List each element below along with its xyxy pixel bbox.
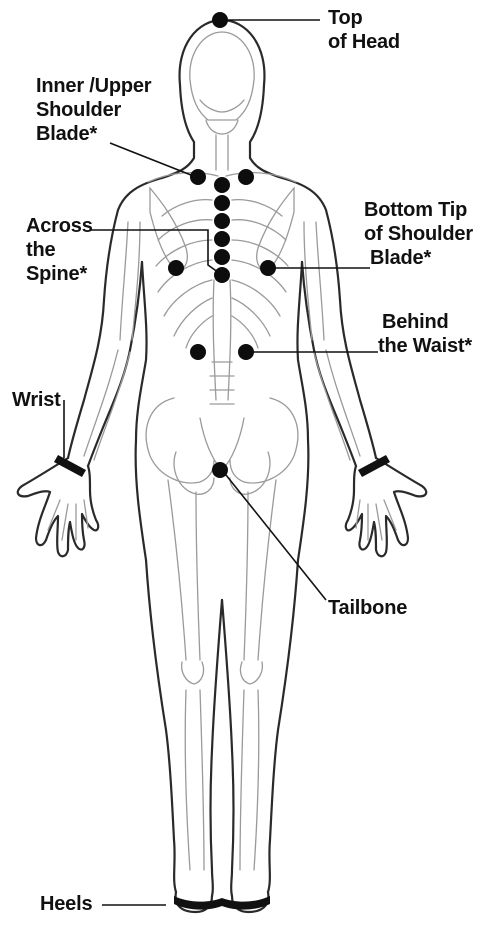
- dot-left-upper-shoulder-blade: [190, 169, 206, 185]
- right-wrist-band: [358, 455, 390, 477]
- label-line: Tailbone: [328, 596, 407, 620]
- label-line: the: [26, 238, 93, 262]
- dot-tailbone: [212, 462, 228, 478]
- dot-spine-5: [214, 249, 230, 265]
- leader-tailbone: [222, 470, 326, 600]
- dot-right-upper-shoulder-blade: [238, 169, 254, 185]
- label-line: the Waist*: [378, 334, 472, 358]
- dot-left-bottom-shoulder-blade: [168, 260, 184, 276]
- dot-spine-4: [214, 231, 230, 247]
- label-line: Across: [26, 214, 93, 238]
- label-line: Heels: [40, 892, 92, 916]
- label-line: Behind: [382, 310, 472, 334]
- label-wrist: Wrist: [12, 388, 61, 412]
- label-bottom-tip-of-shoulder-blade: Bottom Tip of Shoulder Blade*: [364, 198, 473, 270]
- label-line: of Head: [328, 30, 400, 54]
- label-line: Wrist: [12, 388, 61, 412]
- dot-right-waist: [238, 344, 254, 360]
- dot-left-waist: [190, 344, 206, 360]
- left-wrist-band: [54, 455, 86, 477]
- dot-top-of-head: [212, 12, 228, 28]
- leader-inner-upper-shoulder-blade: [110, 143, 196, 177]
- label-line: Top: [328, 6, 400, 30]
- label-line: Blade*: [364, 246, 473, 270]
- label-across-the-spine: Across the Spine*: [26, 214, 93, 286]
- label-inner-upper-shoulder-blade: Inner /Upper Shoulder Blade*: [36, 74, 151, 146]
- label-line: Bottom Tip: [364, 198, 473, 222]
- label-heels: Heels: [40, 892, 92, 916]
- dot-spine-1: [214, 177, 230, 193]
- label-tailbone: Tailbone: [328, 596, 407, 620]
- label-line: Spine*: [26, 262, 93, 286]
- label-line: Blade*: [36, 122, 151, 146]
- dot-spine-2: [214, 195, 230, 211]
- dot-spine-3: [214, 213, 230, 229]
- label-top-of-head: Top of Head: [328, 6, 400, 54]
- dot-right-bottom-shoulder-blade: [260, 260, 276, 276]
- label-line: Inner /Upper: [36, 74, 151, 98]
- label-line: of Shoulder: [364, 222, 473, 246]
- sensor-bands: [54, 455, 390, 910]
- label-line: Shoulder: [36, 98, 151, 122]
- skeleton-bones: [48, 32, 396, 870]
- label-behind-the-waist: Behind the Waist*: [382, 310, 472, 358]
- dot-spine-6: [214, 267, 230, 283]
